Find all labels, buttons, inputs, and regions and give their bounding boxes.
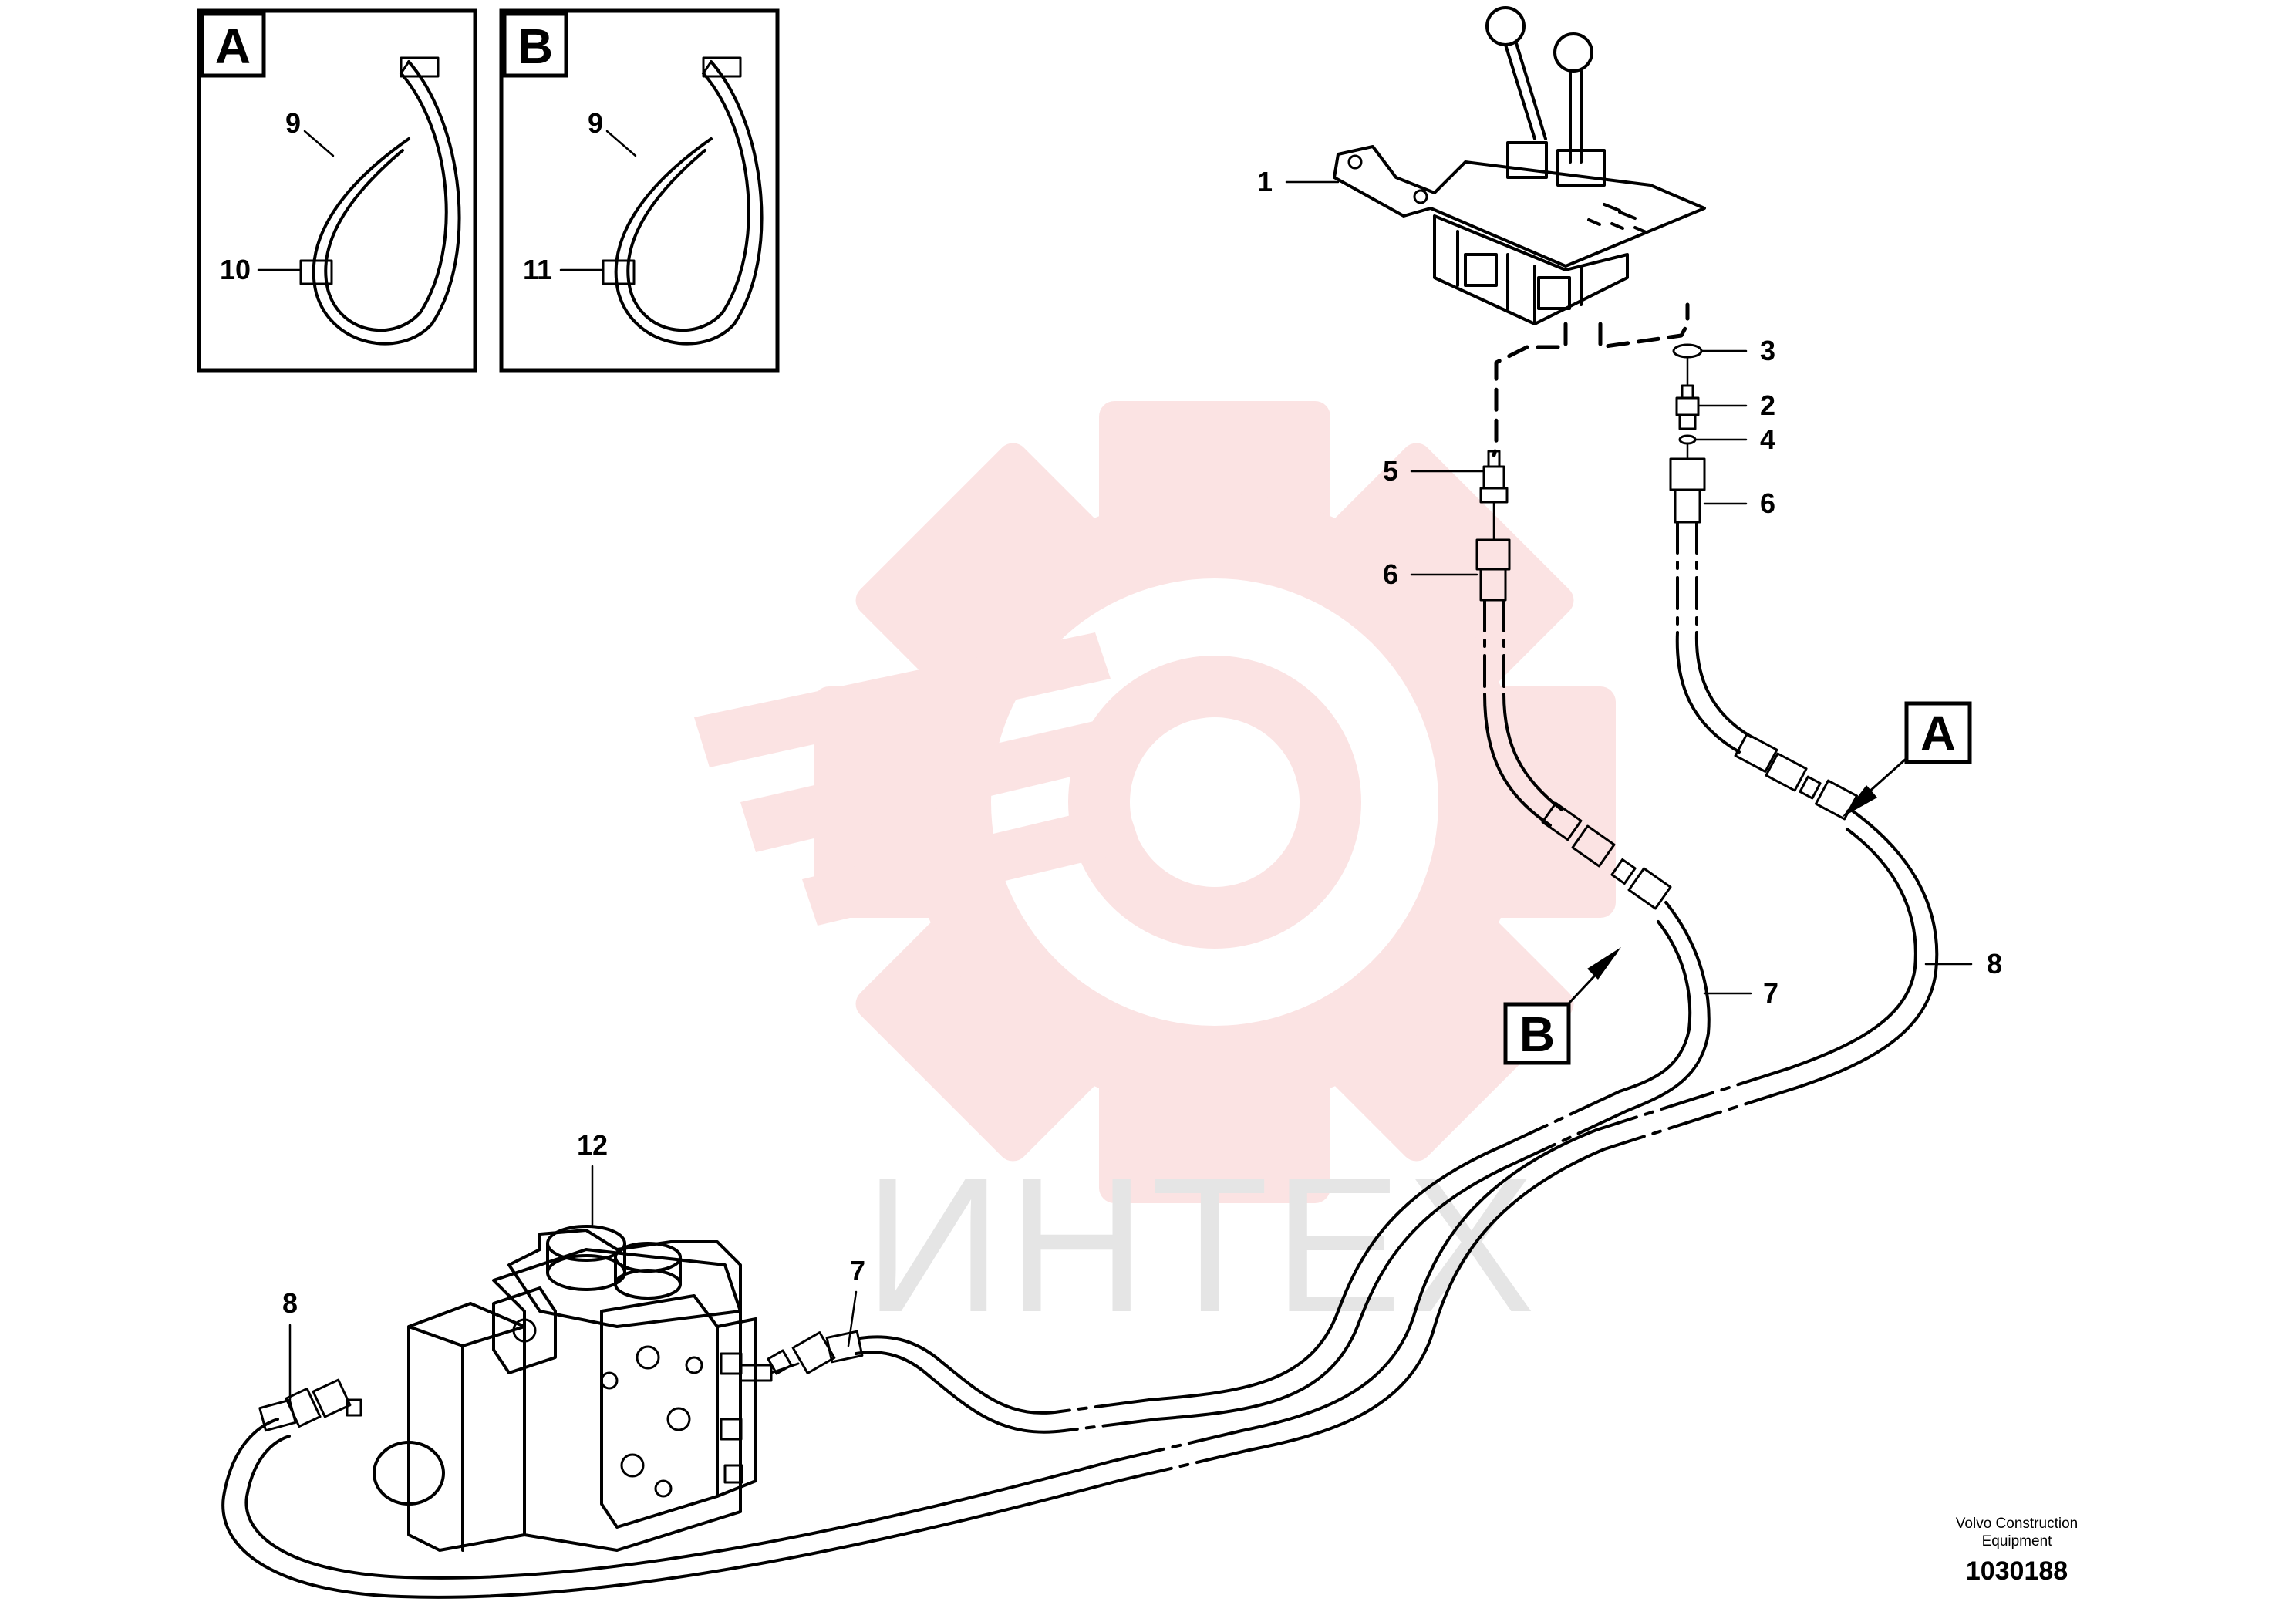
detail-view-a-letter: A <box>215 19 251 74</box>
cable-tie-icon <box>299 56 461 346</box>
detail-marker-b: B <box>1503 947 1621 1065</box>
figure-number: 1030188 <box>1966 1556 2068 1586</box>
watermark-text: ИНТЕХ <box>864 1137 1539 1352</box>
hose-coupling-upper-right <box>1734 733 1859 821</box>
footer-company-line2: Equipment <box>1982 1533 2053 1549</box>
callout-6-left: 6 <box>1383 558 1398 590</box>
callout-8-left: 8 <box>282 1287 298 1319</box>
callout-8-right: 8 <box>1987 948 2002 980</box>
detail-view-b-letter: B <box>518 19 553 74</box>
pilot-control-valve <box>1333 6 1706 325</box>
hose-coupling-upper-left <box>1541 801 1672 910</box>
speed-lines-icon <box>694 632 1141 926</box>
callout-6-right: 6 <box>1760 487 1775 519</box>
main-control-valve <box>373 1225 800 1552</box>
watermark-logo: ИНТЕХ <box>694 401 1616 1352</box>
detail-marker-a: A <box>1842 701 1972 818</box>
callout-7-upper: 7 <box>1763 977 1778 1009</box>
callout-4: 4 <box>1760 423 1775 455</box>
callout-7-lower: 7 <box>850 1255 865 1286</box>
callout-9: 9 <box>588 107 603 139</box>
callout-3: 3 <box>1760 335 1775 366</box>
hose-coupling-lower-7 <box>767 1330 864 1375</box>
callout-10: 10 <box>220 254 251 285</box>
detail-view-a: A 9 10 <box>197 8 477 373</box>
figure-footer: Volvo Construction Equipment 1030188 <box>1956 1516 2078 1586</box>
right-fitting-stack <box>1669 343 1706 524</box>
callout-5: 5 <box>1383 455 1398 487</box>
footer-company-line1: Volvo Construction <box>1956 1516 2078 1532</box>
detail-marker-b-letter: B <box>1519 1007 1555 1062</box>
callout-2: 2 <box>1760 389 1775 421</box>
detail-view-b: B 9 11 <box>499 8 780 373</box>
hose-coupling-lower-8 <box>258 1378 362 1432</box>
left-fitting-stack <box>1475 450 1511 602</box>
detail-marker-a-letter: A <box>1920 706 1956 761</box>
cable-tie-icon <box>602 56 764 346</box>
callout-9: 9 <box>285 107 301 139</box>
callout-11: 11 <box>523 254 552 285</box>
callout-1: 1 <box>1257 166 1273 197</box>
callout-12: 12 <box>577 1129 608 1161</box>
callouts: 1 3 2 4 6 5 6 7 8 7 8 12 <box>282 166 2002 1401</box>
